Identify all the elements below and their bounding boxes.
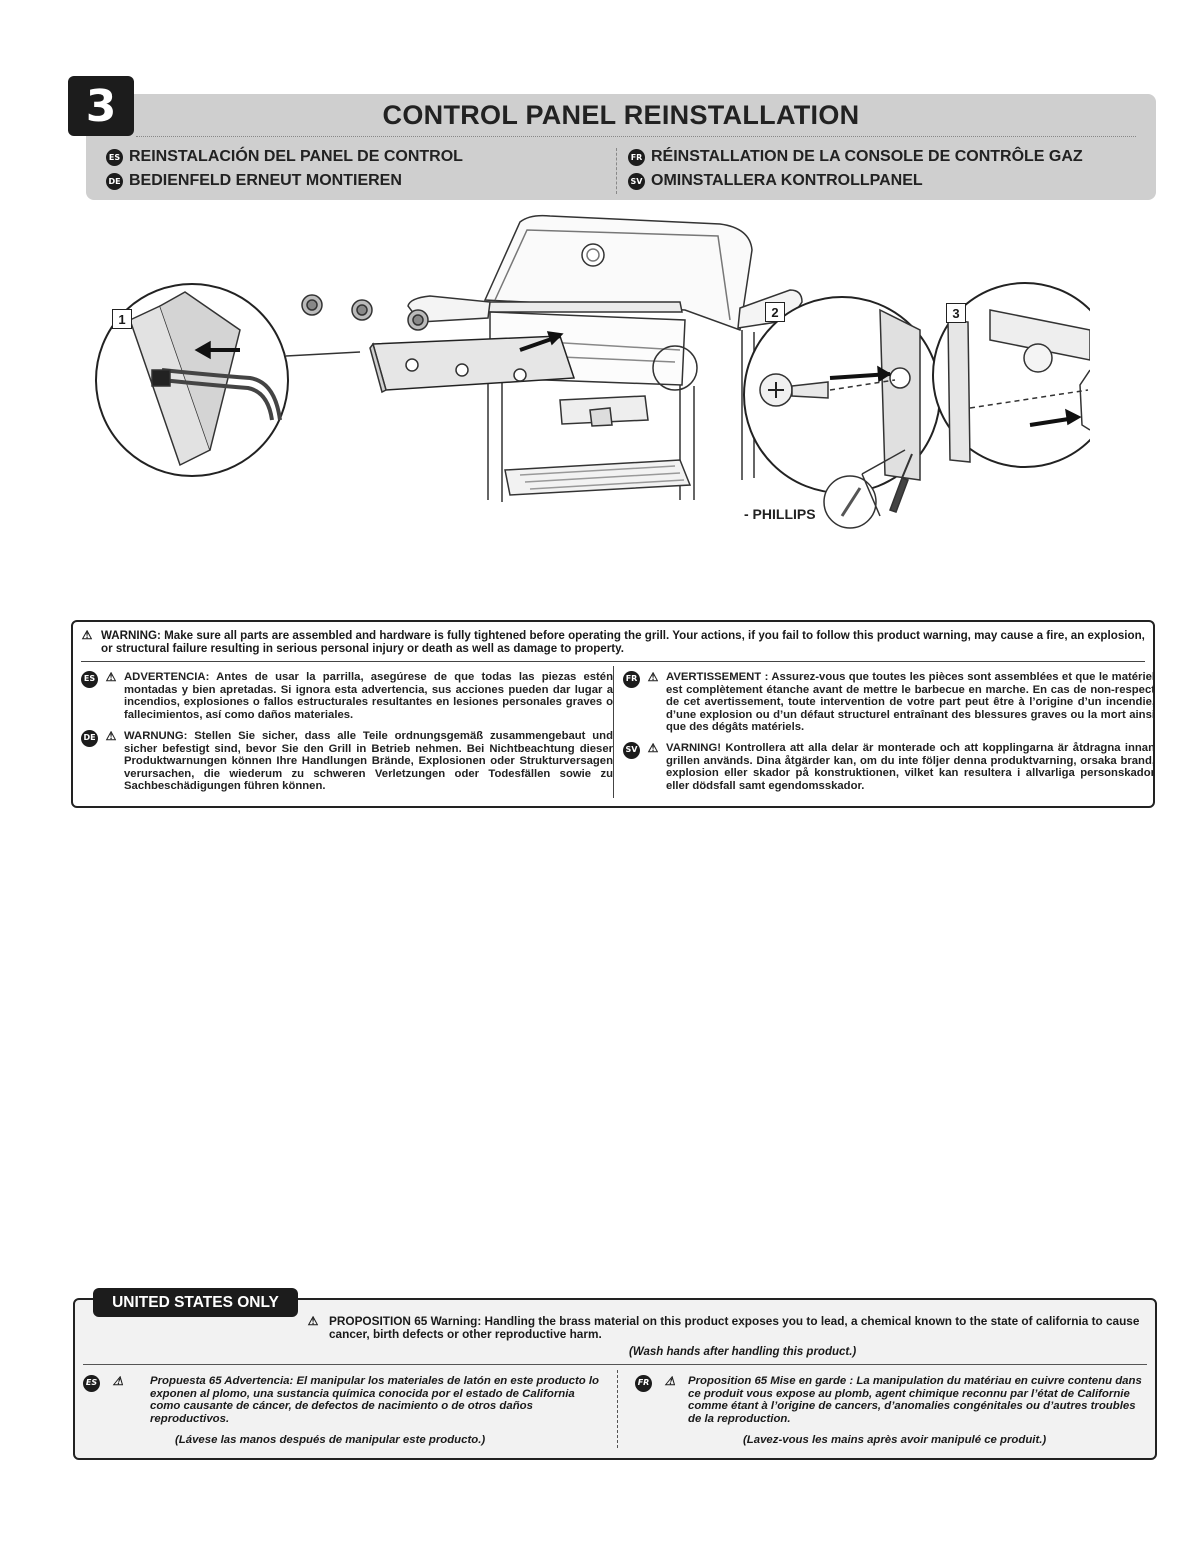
prop65-fr-note: (Lavez-vous les mains après avoir manipu… [743, 1434, 1047, 1446]
inset-3-drawing [932, 282, 1118, 468]
warning-column-divider [613, 666, 614, 798]
inset-1-drawing [95, 283, 361, 477]
warning-triangle-icon: ⚠ [647, 741, 659, 755]
prop65-fr-text: Proposition 65 Mise en garde : La manipu… [688, 1375, 1142, 1425]
title-fr-text: RÉINSTALLATION DE LA CONSOLE DE CONTRÔLE… [651, 148, 1083, 165]
warning-de-text: WARNUNG: Stellen Sie sicher, dass alle T… [124, 730, 613, 793]
warning-main: ⚠ WARNING: Make sure all parts are assem… [79, 628, 1145, 656]
lang-badge-es: ES [83, 1375, 100, 1392]
prop65-main: ⚠ PROPOSITION 65 Warning: Handling the b… [305, 1315, 1141, 1341]
assembly-illustration: 1 2 3 - PHILLIPS [90, 210, 1118, 570]
title-es-text: REINSTALACIÓN DEL PANEL DE CONTROL [129, 148, 463, 165]
prop65-main-text: PROPOSITION 65 Warning: Handling the bra… [329, 1314, 1140, 1341]
header-rule [136, 136, 1136, 137]
lang-badge-fr: FR [623, 671, 640, 688]
united-states-only-tab: UNITED STATES ONLY [93, 1288, 298, 1317]
warning-triangle-icon: ⚠ [112, 1374, 124, 1388]
title-es: ES REINSTALACIÓN DEL PANEL DE CONTROL [106, 148, 463, 166]
warning-sv-text: VARNING! Kontrollera att alla delar är m… [666, 742, 1155, 792]
title-sv: SV OMINSTALLERA KONTROLLPANEL [628, 172, 923, 190]
title-de-text: BEDIENFELD ERNEUT MONTIEREN [129, 172, 402, 189]
title-sv-text: OMINSTALLERA KONTROLLPANEL [651, 172, 923, 189]
warning-triangle-icon: ⚠ [81, 628, 93, 642]
inset-2-drawing [743, 296, 941, 529]
phillips-label: - PHILLIPS [744, 506, 816, 522]
grill-drawing [301, 214, 803, 502]
grill-diagram [95, 214, 1118, 529]
inset-number-1: 1 [112, 309, 132, 329]
step-header: CONTROL PANEL REINSTALLATION ES REINSTAL… [86, 94, 1156, 200]
warning-sv: SV ⚠ VARNING! Kontrollera att alla delar… [623, 741, 1155, 792]
title-de: DE BEDIENFELD ERNEUT MONTIEREN [106, 172, 402, 190]
warning-rule [81, 661, 1145, 662]
warning-triangle-icon: ⚠ [307, 1314, 319, 1328]
prop65-es: ES ⚠ Propuesta 65 Advertencia: El manipu… [83, 1374, 603, 1425]
warning-main-text: WARNING: Make sure all parts are assembl… [101, 629, 1145, 655]
lang-badge-de: DE [106, 172, 123, 190]
lang-badge-sv: SV [628, 172, 645, 190]
title-fr: FR RÉINSTALLATION DE LA CONSOLE DE CONTR… [628, 148, 1083, 166]
warning-triangle-icon: ⚠ [664, 1374, 676, 1388]
warning-de: DE ⚠ WARNUNG: Stellen Sie sicher, dass a… [81, 730, 613, 793]
prop65-column-divider [617, 1370, 618, 1448]
lang-badge-fr: FR [635, 1375, 652, 1392]
lang-badge-sv: SV [623, 742, 640, 759]
warning-fr-text: AVERTISSEMENT : Assurez-vous que toutes … [666, 671, 1155, 734]
warning-box: ⚠ WARNING: Make sure all parts are assem… [71, 620, 1155, 808]
lang-badge-es: ES [106, 148, 123, 166]
warning-es: ES ⚠ ADVERTENCIA: Antes de usar la parri… [81, 670, 613, 721]
header-divider [616, 148, 617, 194]
prop65-es-text: Propuesta 65 Advertencia: El manipular l… [150, 1375, 600, 1425]
lang-badge-de: DE [81, 730, 98, 747]
warning-es-text: ADVERTENCIA: Antes de usar la parrilla, … [124, 671, 613, 721]
prop65-es-note: (Lávese las manos después de manipular e… [175, 1434, 486, 1446]
knob-2 [351, 299, 373, 321]
prop65-rule [83, 1364, 1147, 1365]
prop65-box: ⚠ PROPOSITION 65 Warning: Handling the b… [73, 1298, 1157, 1460]
lang-badge-fr: FR [628, 148, 645, 166]
inset-number-3: 3 [946, 303, 966, 323]
warning-triangle-icon: ⚠ [105, 729, 117, 743]
knob-3 [407, 309, 429, 331]
knob-1 [301, 294, 323, 316]
step-number-badge: 3 [68, 76, 134, 136]
warning-fr: FR ⚠ AVERTISSEMENT : Assurez-vous que to… [623, 671, 1155, 734]
warning-triangle-icon: ⚠ [105, 670, 117, 684]
lang-badge-es: ES [81, 671, 98, 688]
prop65-fr: FR ⚠ Proposition 65 Mise en garde : La m… [635, 1374, 1155, 1425]
prop65-wash-note: (Wash hands after handling this product.… [629, 1346, 857, 1358]
step-title: CONTROL PANEL REINSTALLATION [382, 100, 860, 130]
warning-triangle-icon: ⚠ [647, 670, 659, 684]
inset-number-2: 2 [765, 302, 785, 322]
